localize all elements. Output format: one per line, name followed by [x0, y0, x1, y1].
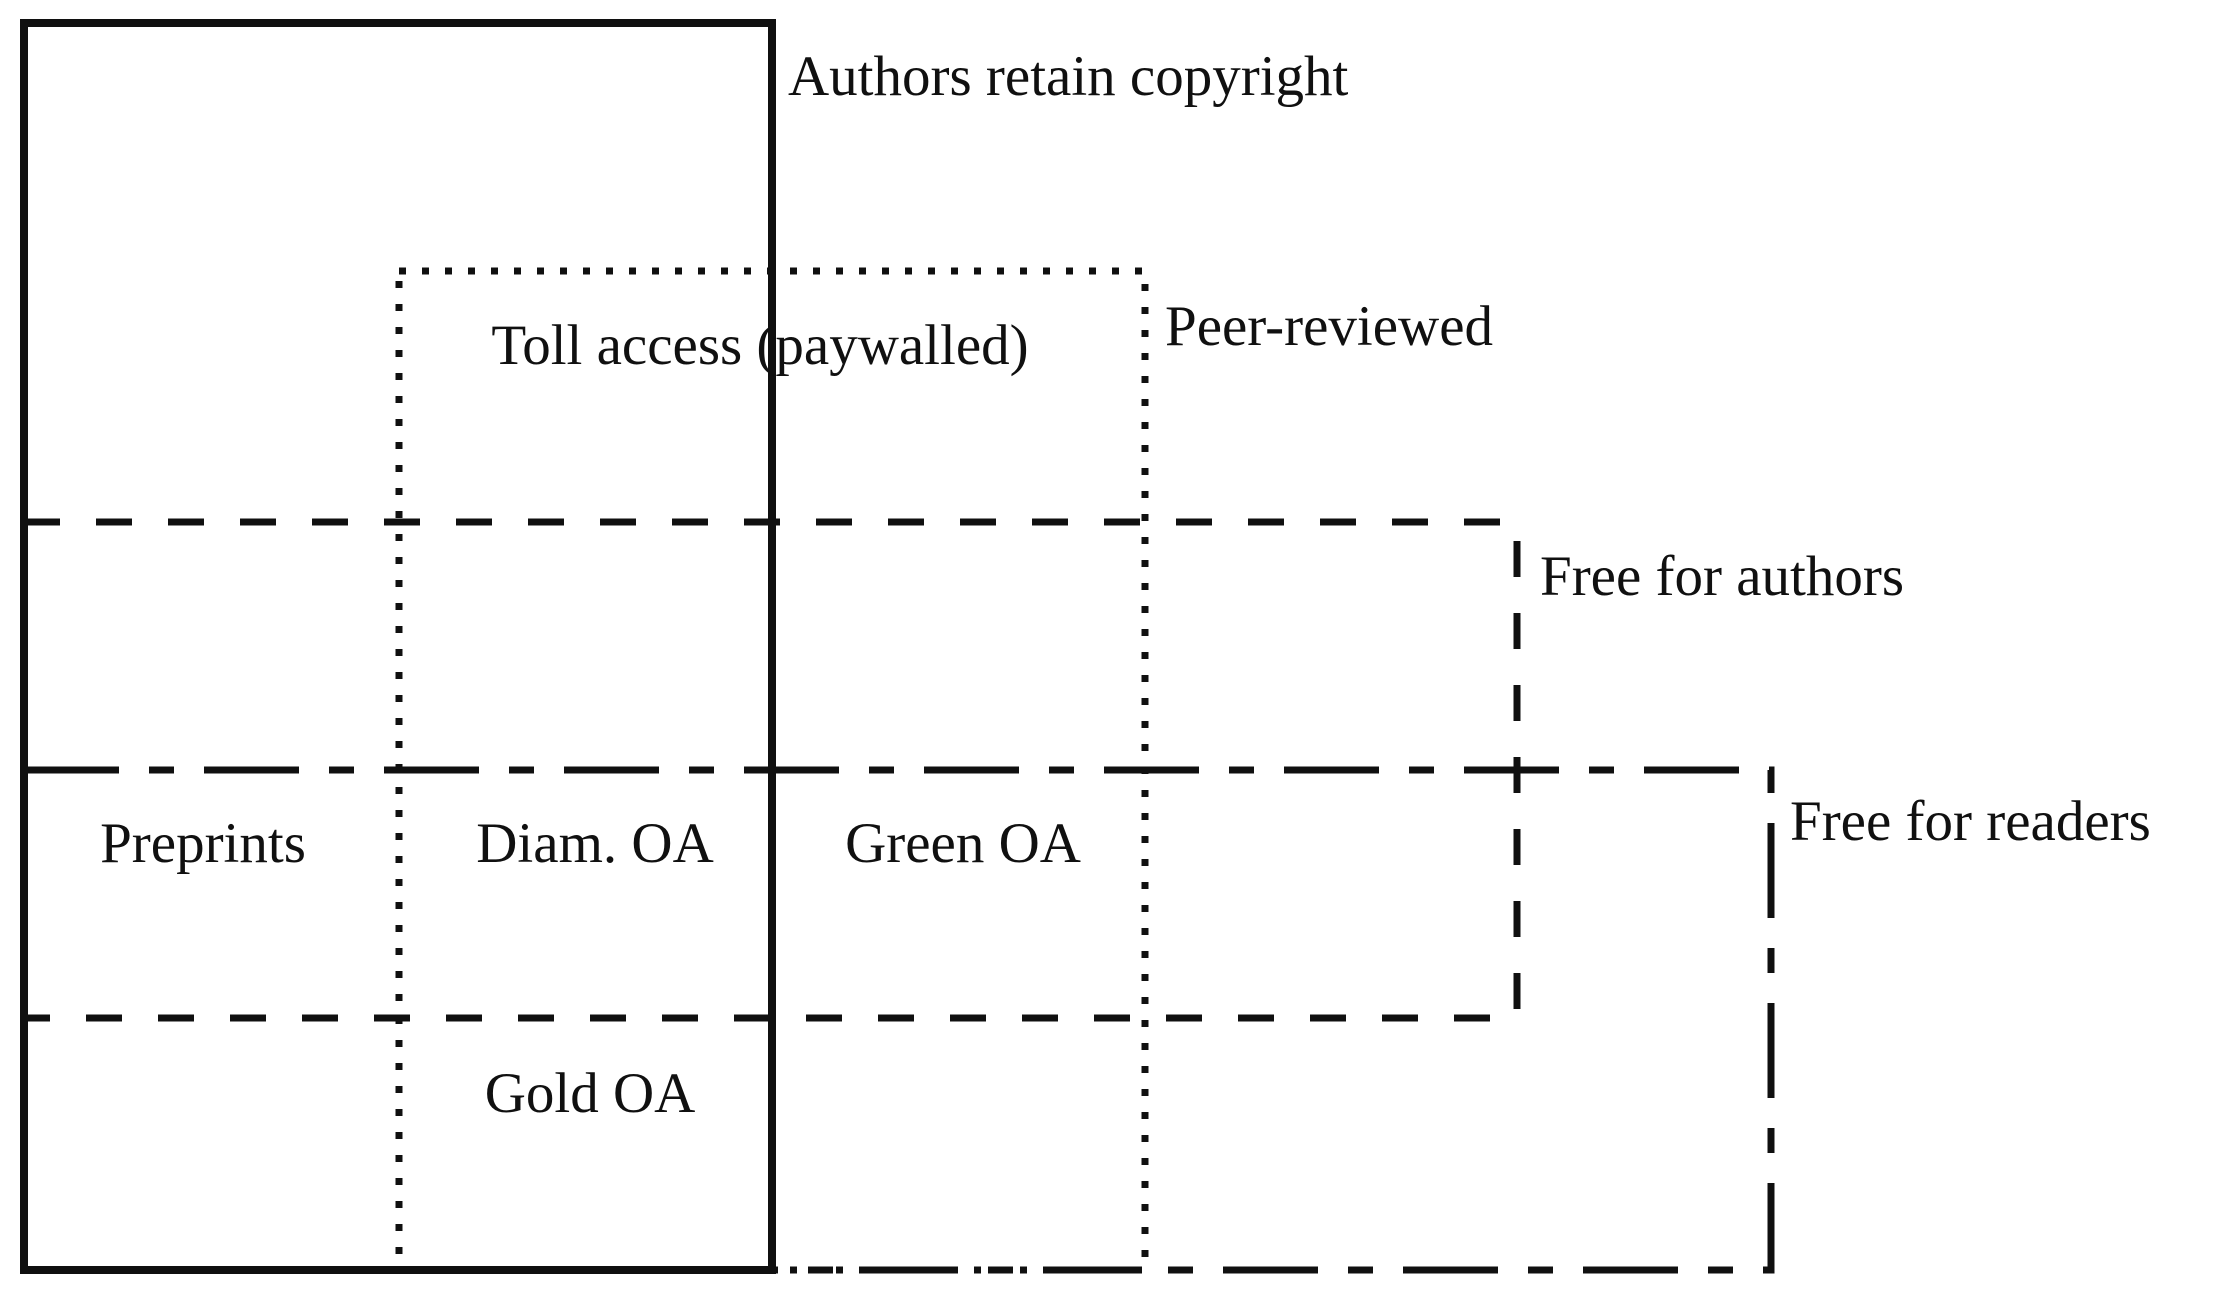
- gold-oa-region-label: Gold OA: [484, 1062, 696, 1125]
- free-for-authors-label: Free for authors: [1540, 545, 1905, 608]
- toll-access-region-label: Toll access (paywalled): [491, 314, 1029, 377]
- free-for-readers-label: Free for readers: [1790, 790, 2151, 853]
- free-for-readers-rect: [20, 766, 1775, 1274]
- green-oa-region-label: Green OA: [845, 812, 1081, 875]
- authors-retain-copyright-rect: [20, 19, 776, 1274]
- diamond-oa-region-label: Diam. OA: [476, 812, 714, 875]
- peer-reviewed-label: Peer-reviewed: [1165, 295, 1494, 358]
- preprints-region-label: Preprints: [100, 812, 306, 875]
- authors-retain-copyright-label: Authors retain copyright: [788, 45, 1349, 108]
